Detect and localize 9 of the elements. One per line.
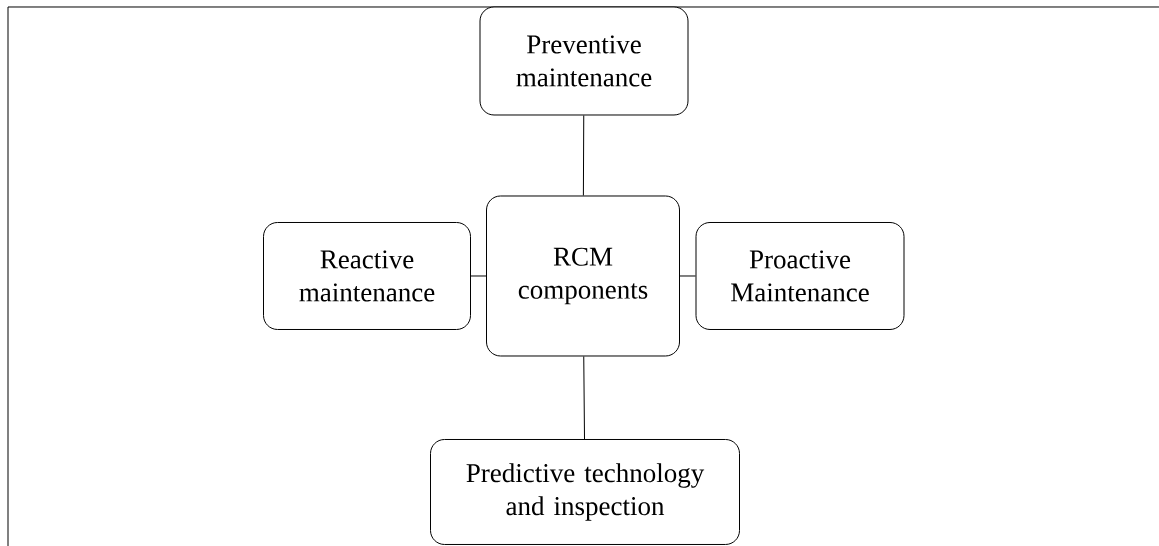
process-box: Predictive technology and inspection <box>430 439 740 545</box>
process-box: RCM components <box>486 195 680 357</box>
connector-line <box>583 356 585 440</box>
process-box: Preventive maintenance <box>479 6 689 116</box>
process-box: Proactive Maintenance <box>695 222 905 330</box>
connector-line <box>582 115 585 196</box>
connector-line <box>470 275 487 277</box>
process-box: Reactive maintenance <box>263 222 471 330</box>
connector-line <box>679 275 696 277</box>
